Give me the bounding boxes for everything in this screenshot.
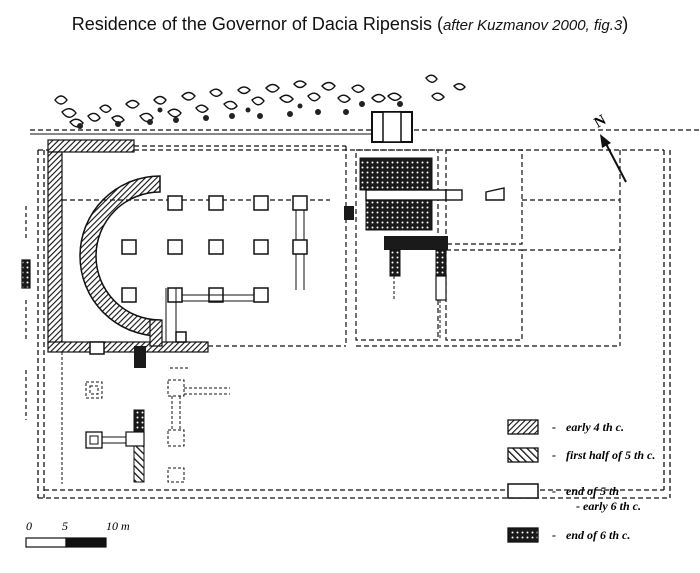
apse bbox=[79, 175, 163, 347]
north-arrow: N bbox=[592, 112, 627, 183]
legend-swatch-end-5th bbox=[507, 483, 539, 499]
wall-rubble bbox=[54, 74, 466, 128]
legend-swatch-end-6th bbox=[507, 527, 539, 543]
title-paren-close: ) bbox=[622, 14, 629, 34]
outer-enclosure bbox=[37, 149, 671, 499]
title-main: Residence of the Governor of Dacia Ripen… bbox=[71, 14, 432, 34]
legend-swatch-first-half-5th bbox=[507, 447, 539, 463]
legend-label-early-6th: - early 6 th c. bbox=[576, 499, 641, 513]
left-fragments bbox=[21, 206, 31, 420]
scale-tick-10: 10 m bbox=[106, 519, 130, 533]
title-paren-open: ( bbox=[431, 14, 443, 34]
scale-tick-0: 0 bbox=[26, 519, 32, 533]
legend-label-first-half-5th: first half of 5 th c. bbox=[566, 448, 655, 462]
hall-inner-lines bbox=[62, 145, 347, 347]
north-label: N bbox=[592, 112, 610, 131]
legend-dash: - bbox=[552, 420, 556, 434]
title-citation: after Kuzmanov 2000, fig.3 bbox=[442, 17, 623, 34]
lower-annex bbox=[61, 346, 230, 484]
legend: - early 4 th c. - first half of 5 th c. … bbox=[507, 419, 655, 543]
scale-tick-5: 5 bbox=[62, 519, 68, 533]
wall-rubble-dark bbox=[77, 101, 403, 129]
legend-swatch-early-4th bbox=[507, 419, 539, 435]
legend-dash: - bbox=[552, 448, 556, 462]
legend-label-end-6th: end of 6 th c. bbox=[566, 528, 630, 542]
pillar-grid bbox=[89, 195, 308, 355]
courtyard-structure bbox=[384, 236, 448, 340]
figure-title: Residence of the Governor of Dacia Ripen… bbox=[0, 14, 700, 35]
legend-dash: - bbox=[552, 484, 556, 498]
gate-tower bbox=[371, 111, 413, 143]
courtyard-rubble bbox=[344, 157, 505, 231]
legend-label-end-5th: end of 5 th bbox=[566, 484, 619, 498]
main-hall-walls bbox=[47, 139, 209, 353]
legend-label-early-4th: early 4 th c. bbox=[566, 420, 624, 434]
pillar-links bbox=[165, 210, 305, 342]
scale-bar: 0 5 10 m bbox=[25, 519, 130, 548]
legend-dash: - bbox=[552, 528, 556, 542]
